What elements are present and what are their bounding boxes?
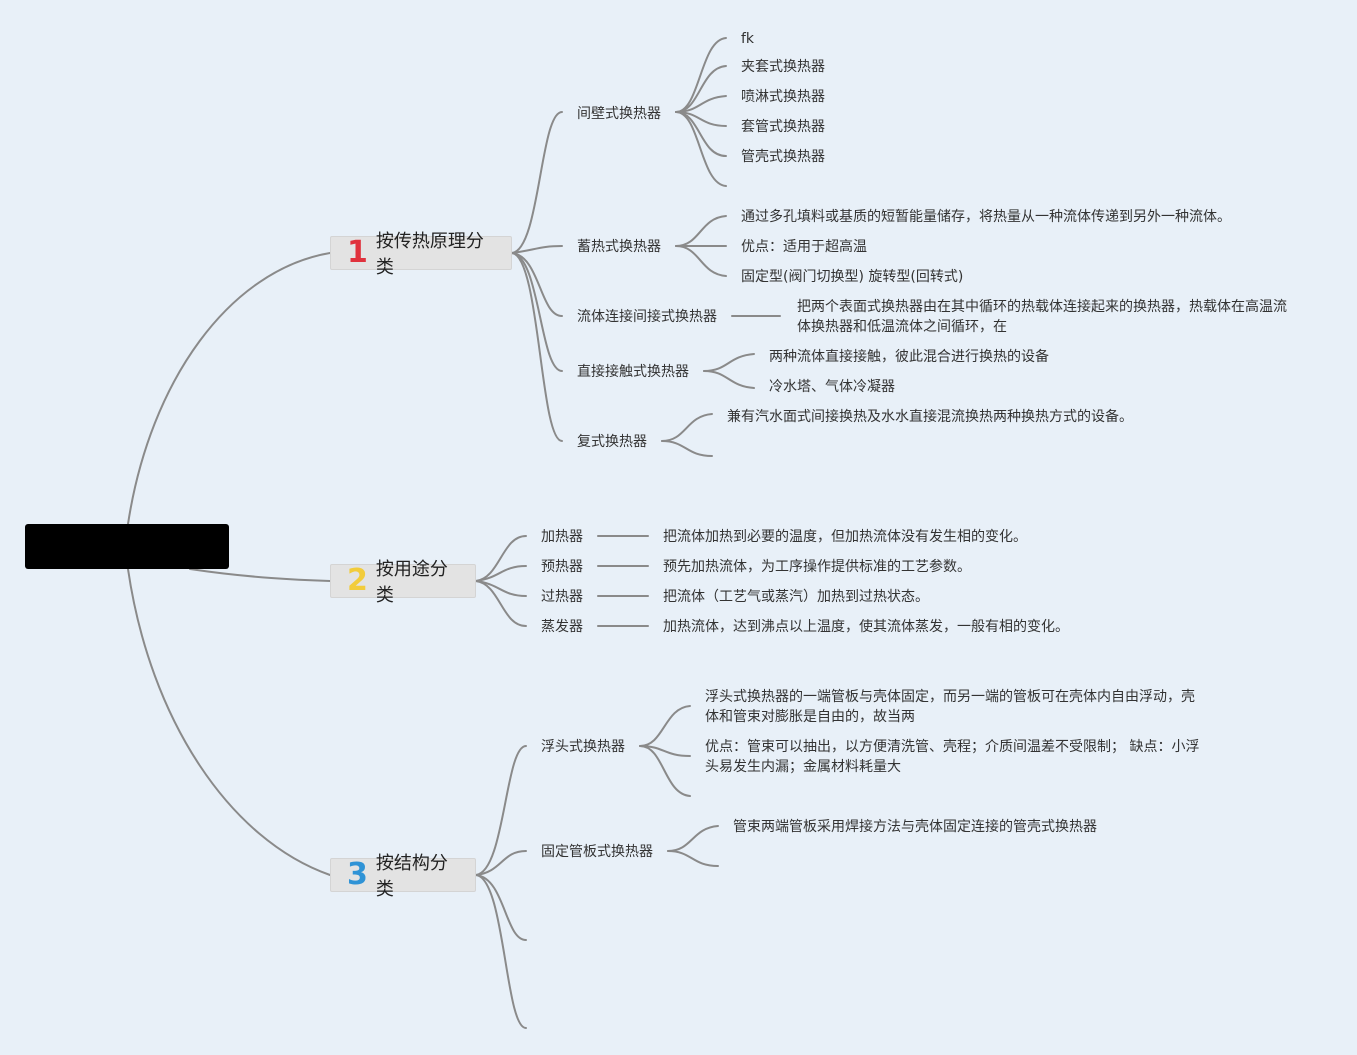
connector-b1-c1 [511, 111, 563, 254]
main-topic-heat-transfer[interactable]: 1 按传热原理分类 [330, 231, 512, 278]
main-topic-structure[interactable]: 3 按结构分类 [330, 853, 476, 900]
connector-b1-c3 [511, 252, 563, 317]
root-node[interactable] [25, 524, 229, 569]
leaf-double-pipe[interactable]: 套管式换热器 [741, 119, 825, 135]
number-3-icon: 3 [347, 857, 368, 892]
leaf-floating-head-desc[interactable]: 浮头式换热器的一端管板与壳体固定，而另一端的管板可在壳体内自由浮动，壳体和管束对… [705, 689, 1195, 725]
subtopic-fixed-tube-sheet[interactable]: 固定管板式换热器 [541, 844, 653, 860]
connector-b3-c4 [475, 874, 527, 1029]
main-topic-label: 按结构分类 [375, 853, 448, 900]
connector-b2-c4 [475, 580, 527, 627]
main-topic-label: 按传热原理分类 [375, 231, 484, 278]
leaf-fk[interactable]: fk [741, 31, 755, 47]
subtopic-preheater[interactable]: 预热器 [541, 559, 583, 575]
connector-b2-c2 [475, 565, 527, 582]
connector-b3c2-g2 [667, 850, 719, 867]
leaf-fluid-coupled-desc[interactable]: 把两个表面式换热器由在其中循环的热载体连接起来的换热器，热载体在高温流体换热器和… [797, 299, 1287, 335]
subtopic-heater[interactable]: 加热器 [541, 529, 583, 545]
leaf-evaporator-desc[interactable]: 加热流体，达到沸点以上温度，使其流体蒸发，一般有相的变化。 [663, 619, 1069, 635]
leaf-regenerative-desc[interactable]: 通过多孔填料或基质的短暂能量储存，将热量从一种流体传递到另外一种流体。 [741, 209, 1231, 225]
connector-b3-c2 [475, 850, 527, 876]
subtopic-fluid-coupled[interactable]: 流体连接间接式换热器 [577, 309, 717, 325]
connector-b1c4-g2 [703, 370, 755, 389]
subtopic-direct-contact[interactable]: 直接接触式换热器 [577, 364, 689, 380]
leaf-heater-desc[interactable]: 把流体加热到必要的温度，但加热流体没有发生相的变化。 [663, 529, 1027, 545]
connector-b1c1-g1 [675, 37, 727, 113]
number-2-icon: 2 [347, 563, 368, 598]
leaf-compound-desc[interactable]: 兼有汽水面式间接换热及水水直接混流换热两种换热方式的设备。 [727, 409, 1133, 425]
connector-root-branch-1 [127, 252, 331, 525]
leaf-preheater-desc[interactable]: 预先加热流体，为工序操作提供标准的工艺参数。 [663, 559, 971, 575]
leaf-fixed-tube-sheet-desc[interactable]: 管束两端管板采用焊接方法与壳体固定连接的管壳式换热器 [733, 819, 1097, 835]
connector-b1c2-g3 [675, 245, 727, 277]
connector-b3c2-g1 [667, 825, 719, 852]
leaf-jacket[interactable]: 夹套式换热器 [741, 59, 825, 75]
leaf-direct-contact-examples[interactable]: 冷水塔、气体冷凝器 [769, 379, 895, 395]
subtopic-regenerative[interactable]: 蓄热式换热器 [577, 239, 661, 255]
connector-b1-c4 [511, 252, 563, 372]
connector-b1c4-g1 [703, 353, 755, 372]
subtopic-evaporator[interactable]: 蒸发器 [541, 619, 583, 635]
connector-b1c5-g1 [661, 413, 713, 442]
connector-root-branch-2 [189, 568, 331, 582]
connector-b3-c1 [475, 745, 527, 876]
main-topic-label: 按用途分类 [375, 559, 448, 606]
subtopic-superheater[interactable]: 过热器 [541, 589, 583, 605]
leaf-floating-head-pros-cons[interactable]: 优点：管束可以抽出，以方便清洗管、壳程；介质间温差不受限制； 缺点：小浮头易发生… [705, 739, 1200, 775]
main-topic-usage[interactable]: 2 按用途分类 [330, 559, 476, 606]
leaf-shell-tube[interactable]: 管壳式换热器 [741, 149, 825, 165]
connector-b3c1-g1 [639, 705, 691, 747]
connector-b2-c1 [475, 535, 527, 582]
subtopic-partition-wall[interactable]: 间壁式换热器 [577, 106, 661, 122]
connector-b1c2-g1 [675, 215, 727, 247]
leaf-superheater-desc[interactable]: 把流体（工艺气或蒸汽）加热到过热状态。 [663, 589, 929, 605]
number-1-icon: 1 [347, 235, 368, 270]
subtopic-floating-head[interactable]: 浮头式换热器 [541, 739, 625, 755]
connector-b1-c5 [511, 252, 563, 442]
connector-b3c1-g3 [639, 745, 691, 797]
leaf-regenerative-types[interactable]: 固定型(阀门切换型) 旋转型(回转式) [741, 269, 964, 285]
connector-b1-c2 [511, 245, 563, 254]
leaf-direct-contact-desc[interactable]: 两种流体直接接触，彼此混合进行换热的设备 [769, 349, 1049, 365]
connector-b3-c3 [475, 874, 527, 941]
connector-b1c1-g6 [675, 111, 727, 187]
connector-root-branch-3 [127, 568, 331, 876]
subtopic-compound[interactable]: 复式换热器 [577, 434, 647, 450]
leaf-regenerative-adv[interactable]: 优点：适用于超高温 [741, 239, 867, 255]
connector-b1c5-g2 [661, 440, 713, 457]
leaf-spray[interactable]: 喷淋式换热器 [741, 89, 825, 105]
